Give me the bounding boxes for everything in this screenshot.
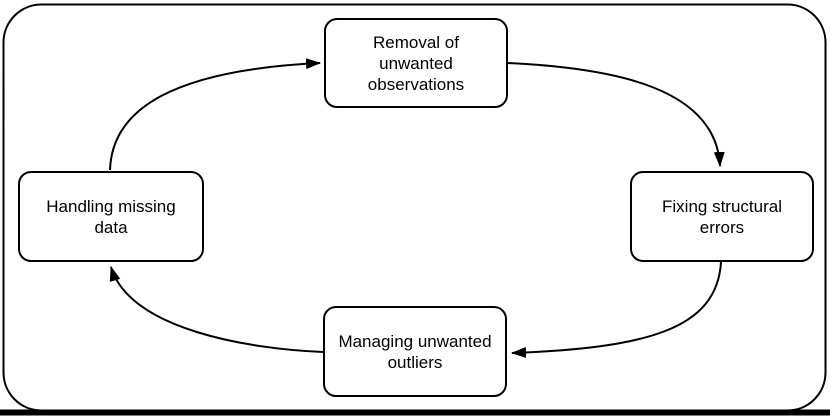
node-label: Managing unwanted outliers (338, 331, 492, 372)
node-label: Removal of unwanted observations (367, 32, 465, 94)
node-handling-missing-data[interactable]: Handling missing data (18, 171, 204, 262)
bottom-divider (0, 409, 830, 416)
node-label: Handling missing data (46, 196, 176, 237)
node-fixing-structural-errors[interactable]: Fixing structural errors (630, 171, 814, 262)
edge-fixing-to-managing-arrow (511, 261, 722, 358)
edge-handling-to-removal-arrow (109, 58, 321, 171)
node-removal-of-unwanted-observations[interactable]: Removal of unwanted observations (324, 18, 508, 108)
edge-removal-to-fixing-arrow (506, 62, 725, 167)
edge-managing-to-handling-arrow (109, 266, 324, 353)
node-managing-unwanted-outliers[interactable]: Managing unwanted outliers (323, 306, 507, 397)
node-label: Fixing structural errors (662, 196, 782, 237)
